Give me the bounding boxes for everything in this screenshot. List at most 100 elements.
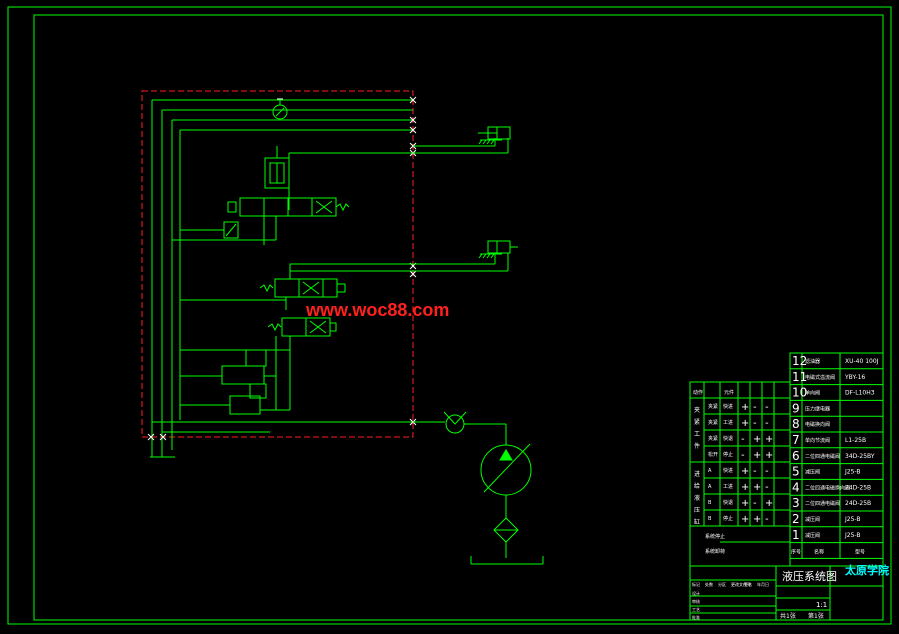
sheet-number: 第1张 <box>808 612 824 620</box>
action-sign: + <box>753 434 761 445</box>
part-number: 10 <box>792 386 807 400</box>
action-sign: - <box>753 418 757 429</box>
reducing-valves-icon <box>180 336 291 415</box>
part-number: 4 <box>792 480 800 494</box>
action-step: 夹紧 <box>708 419 718 426</box>
action-group-char: 件 <box>694 442 700 450</box>
action-sign: + <box>741 418 749 429</box>
title-row-label: 工艺 <box>692 607 700 612</box>
part-model: L1-25B <box>845 437 866 444</box>
title-row-label: 更改文件号 <box>731 581 751 587</box>
action-sign: + <box>765 498 773 509</box>
action-sign: - <box>741 434 745 445</box>
part-model: XU-40 100J <box>845 358 879 365</box>
part-name: 滤油器 <box>805 358 820 365</box>
watermark-text: www.woc88.com <box>305 300 449 320</box>
part-number: 9 <box>792 401 800 415</box>
action-header-element: 元件 <box>724 389 734 396</box>
action-group-char: 进 <box>694 470 700 478</box>
action-step: B <box>708 516 712 522</box>
action-name: 快进 <box>723 467 733 474</box>
title-block: 液压系统图 太原学院 1:1 共1张 第1张 标记处数分区更改文件号签名年月日设… <box>689 563 889 621</box>
part-name: 减压阀 <box>805 532 820 539</box>
action-name: 停止 <box>723 515 733 522</box>
action-name: 工进 <box>723 419 733 426</box>
part-number: 7 <box>792 433 800 447</box>
part-model: 34D-25BY <box>845 453 875 460</box>
action-sign: - <box>765 466 769 477</box>
part-number: 2 <box>792 512 800 526</box>
part-number: 5 <box>792 465 800 479</box>
part-name: 减压阀 <box>805 469 820 476</box>
part-name: 二位四通电磁阀 <box>805 453 840 460</box>
part-name: 减压阀 <box>805 516 820 523</box>
action-sign: + <box>753 450 761 461</box>
parts-header-model: 型号 <box>855 549 865 556</box>
action-name: 停止 <box>723 451 733 458</box>
action-group-char: 缸 <box>694 518 700 526</box>
action-sign: - <box>753 466 757 477</box>
part-number: 3 <box>792 496 800 510</box>
school-name: 太原学院 <box>844 563 889 577</box>
part-name: 压力继电器 <box>805 405 830 412</box>
feed-cylinder-icon <box>290 240 518 272</box>
title-row-label: 批准 <box>692 614 700 620</box>
action-group-char: 压 <box>694 507 700 514</box>
action-sign: - <box>753 402 757 413</box>
pressure-relay-icon <box>264 146 413 210</box>
pressure-gauge-icon <box>272 98 288 120</box>
title-row-label: 处数 <box>705 581 713 587</box>
action-step: B <box>708 500 712 506</box>
parts-header-no: 序号 <box>791 549 801 556</box>
part-name: 电磁换向阀 <box>805 421 830 428</box>
part-number: 12 <box>792 354 807 368</box>
action-sign: + <box>741 482 749 493</box>
action-header-action: 动作 <box>693 389 703 396</box>
action-step: A <box>708 484 712 490</box>
main-lines <box>147 96 417 458</box>
throttle-valve-icon <box>180 221 239 239</box>
drawing-title: 液压系统图 <box>782 569 837 583</box>
total-sheets: 共1张 <box>780 612 796 620</box>
action-sign: - <box>765 418 769 429</box>
action-group-char: 夹 <box>694 406 700 414</box>
part-name: 单向阀 <box>805 390 820 397</box>
action-sign: + <box>741 402 749 413</box>
title-row-label: 分区 <box>718 581 726 587</box>
footer-unload: 系统卸荷 <box>705 548 725 555</box>
action-name: 快退 <box>723 435 733 442</box>
action-sign: + <box>741 498 749 509</box>
part-name: 二位四通电磁换向阀 <box>805 484 850 491</box>
title-row-label: 签名 <box>744 581 752 587</box>
scale-value: 1:1 <box>816 601 827 609</box>
action-group-char: 紧 <box>694 418 700 426</box>
action-sign: + <box>753 514 761 525</box>
action-group-char: 工 <box>694 431 700 438</box>
part-model: 24D-25B <box>845 500 871 507</box>
action-sign: - <box>765 482 769 493</box>
part-model: YBY-16 <box>844 374 865 381</box>
directional-valve-2-icon <box>180 264 346 310</box>
part-model: J25-B <box>844 532 860 539</box>
directional-valve-3-icon <box>180 317 337 360</box>
part-number: 11 <box>792 370 807 384</box>
action-step: A <box>708 468 712 474</box>
part-model: 24D-25B <box>845 484 871 491</box>
action-step: 夹紧 <box>708 403 718 410</box>
pump-unit-icon <box>413 411 544 565</box>
action-sign: + <box>741 514 749 525</box>
title-row-label: 设计 <box>692 590 700 596</box>
action-sign: + <box>765 434 773 445</box>
outer-border <box>7 6 892 625</box>
action-sign: + <box>765 450 773 461</box>
parts-header-name: 名称 <box>814 549 824 556</box>
title-row-label: 年月日 <box>757 581 769 587</box>
part-model: J25-B <box>844 516 860 523</box>
action-step: 松开 <box>708 451 718 458</box>
part-model: J25-B <box>844 469 860 476</box>
action-sign: - <box>753 498 757 509</box>
part-name: 单向节流阀 <box>805 437 830 444</box>
action-sign: - <box>765 514 769 525</box>
